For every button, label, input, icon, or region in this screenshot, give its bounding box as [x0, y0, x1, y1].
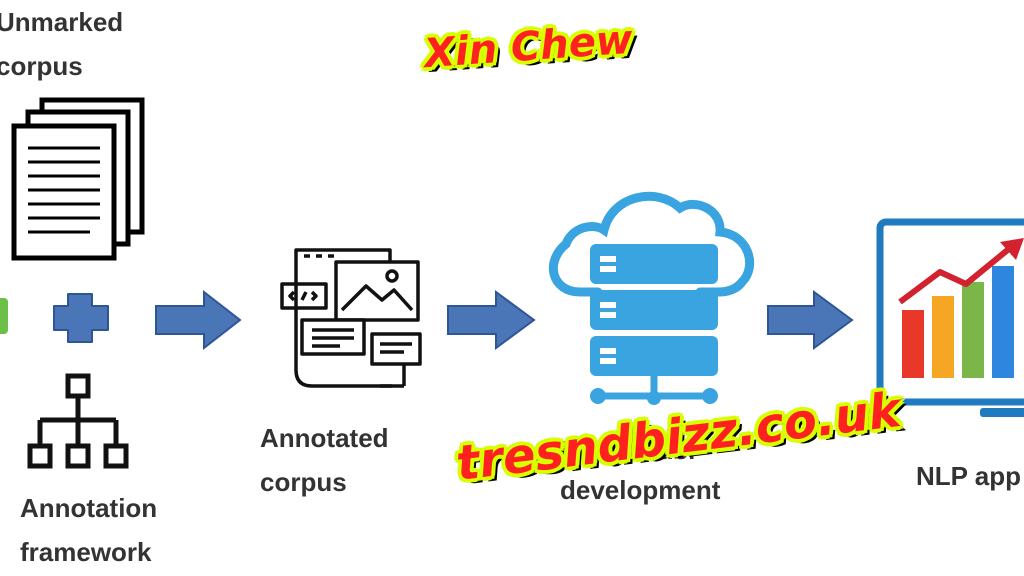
- annotated-corpus-line1: Annotated: [260, 423, 389, 453]
- nlp-application-label: NLP app: [916, 461, 1021, 491]
- nlp-model-line2: development: [560, 475, 721, 505]
- flow-arrow-1: [155, 289, 242, 351]
- unmarked-corpus-line1: Unmarked: [0, 7, 124, 37]
- annotation-framework-label: Annotation framework: [20, 486, 157, 574]
- green-edge-shape: [0, 298, 8, 334]
- annotation-framework-line2: framework: [20, 537, 152, 567]
- flow-arrow-2: [447, 290, 536, 350]
- flow-arrow-3: [767, 290, 854, 350]
- unmarked-corpus-label: Unmarked corpus: [0, 0, 123, 88]
- nlp-model-line1: NLP model: [560, 435, 696, 465]
- annotated-corpus-label: Annotated corpus: [260, 416, 389, 504]
- unmarked-corpus-line2: corpus: [0, 51, 83, 81]
- annotation-framework-line1: Annotation: [20, 493, 158, 523]
- annotated-corpus-line2: corpus: [260, 467, 347, 497]
- nlp-model-label: NLP model development: [560, 430, 720, 510]
